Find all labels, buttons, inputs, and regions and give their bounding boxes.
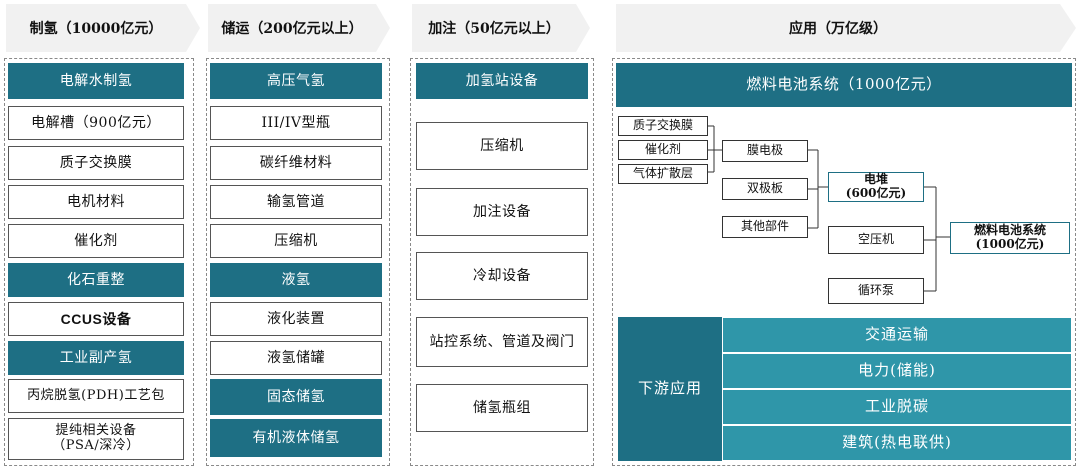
node-mea: 膜电极 xyxy=(722,140,808,162)
production-motor-material: 电机材料 xyxy=(8,185,184,219)
node-circulation-pump: 循环泵 xyxy=(828,278,924,304)
header-production: 制氢（10000亿元） xyxy=(29,21,163,37)
refuel-frame xyxy=(410,58,594,466)
production-electrolyzer: 电解槽（900亿元） xyxy=(8,106,184,140)
production-pem: 质子交换膜 xyxy=(8,146,184,180)
storage-liquid-hydrogen-header: 液氢 xyxy=(210,263,382,297)
node-catalyst: 催化剂 xyxy=(618,140,708,160)
downstream-label: 下游应用 xyxy=(618,317,722,461)
header-refuel: 加注（50亿元以上） xyxy=(428,21,560,37)
storage-liquid-tank: 液氢储罐 xyxy=(210,341,382,375)
header-chevron-storage xyxy=(208,4,390,52)
refuel-cooling: 冷却设备 xyxy=(416,252,588,300)
downstream-power: 电力(储能) xyxy=(722,353,1072,389)
production-pdh: 丙烷脱氢(PDH)工艺包 xyxy=(8,379,184,413)
refuel-dispenser: 加注设备 xyxy=(416,188,588,236)
production-ccus: CCUS设备 xyxy=(8,302,184,336)
storage-organic-liquid-header: 有机液体储氢 xyxy=(210,419,382,457)
header-application: 应用（万亿级） xyxy=(789,21,887,37)
refuel-station-equipment-header: 加氢站设备 xyxy=(416,63,588,99)
application-fuel-cell-header: 燃料电池系统（1000亿元） xyxy=(616,63,1072,107)
refuel-compressor: 压缩机 xyxy=(416,122,588,170)
refuel-control-system: 站控系统、管道及阀门 xyxy=(416,317,588,367)
downstream-building: 建筑(热电联供) xyxy=(722,425,1072,461)
node-stack: 电堆 (600亿元) xyxy=(828,172,924,202)
storage-frame xyxy=(206,58,390,466)
storage-solid-header: 固态储氢 xyxy=(210,379,382,415)
storage-high-pressure-header: 高压气氢 xyxy=(210,63,382,99)
production-frame xyxy=(4,58,194,466)
production-fossil-reforming-header: 化石重整 xyxy=(8,263,184,297)
node-bipolar-plate: 双极板 xyxy=(722,178,808,200)
node-fuel-cell-system: 燃料电池系统 (1000亿元) xyxy=(950,222,1070,254)
header-storage: 储运（200亿元以上） xyxy=(221,21,363,37)
node-gas-diffusion-layer: 气体扩散层 xyxy=(618,164,708,184)
refuel-storage-bank: 储氢瓶组 xyxy=(416,384,588,432)
storage-cylinder: III/IV型瓶 xyxy=(210,106,382,140)
header-chevron-production xyxy=(6,4,200,52)
downstream-transport: 交通运输 xyxy=(722,317,1072,353)
node-pem: 质子交换膜 xyxy=(618,116,708,136)
node-other-parts: 其他部件 xyxy=(722,216,808,238)
downstream-industry: 工业脱碳 xyxy=(722,389,1072,425)
production-byproduct-header: 工业副产氢 xyxy=(8,341,184,375)
storage-pipeline: 输氢管道 xyxy=(210,185,382,219)
header-chevron-application xyxy=(616,4,1076,52)
production-purification: 提纯相关设备 （PSA/深冷） xyxy=(8,418,184,460)
application-frame xyxy=(612,58,1076,466)
production-electrolysis-header: 电解水制氢 xyxy=(8,63,184,99)
header-chevron-refuel xyxy=(412,4,590,52)
production-catalyst: 催化剂 xyxy=(8,224,184,258)
storage-carbon-fiber: 碳纤维材料 xyxy=(210,146,382,180)
node-air-compressor: 空压机 xyxy=(828,226,924,254)
storage-compressor: 压缩机 xyxy=(210,224,382,258)
storage-liquefaction: 液化装置 xyxy=(210,302,382,336)
